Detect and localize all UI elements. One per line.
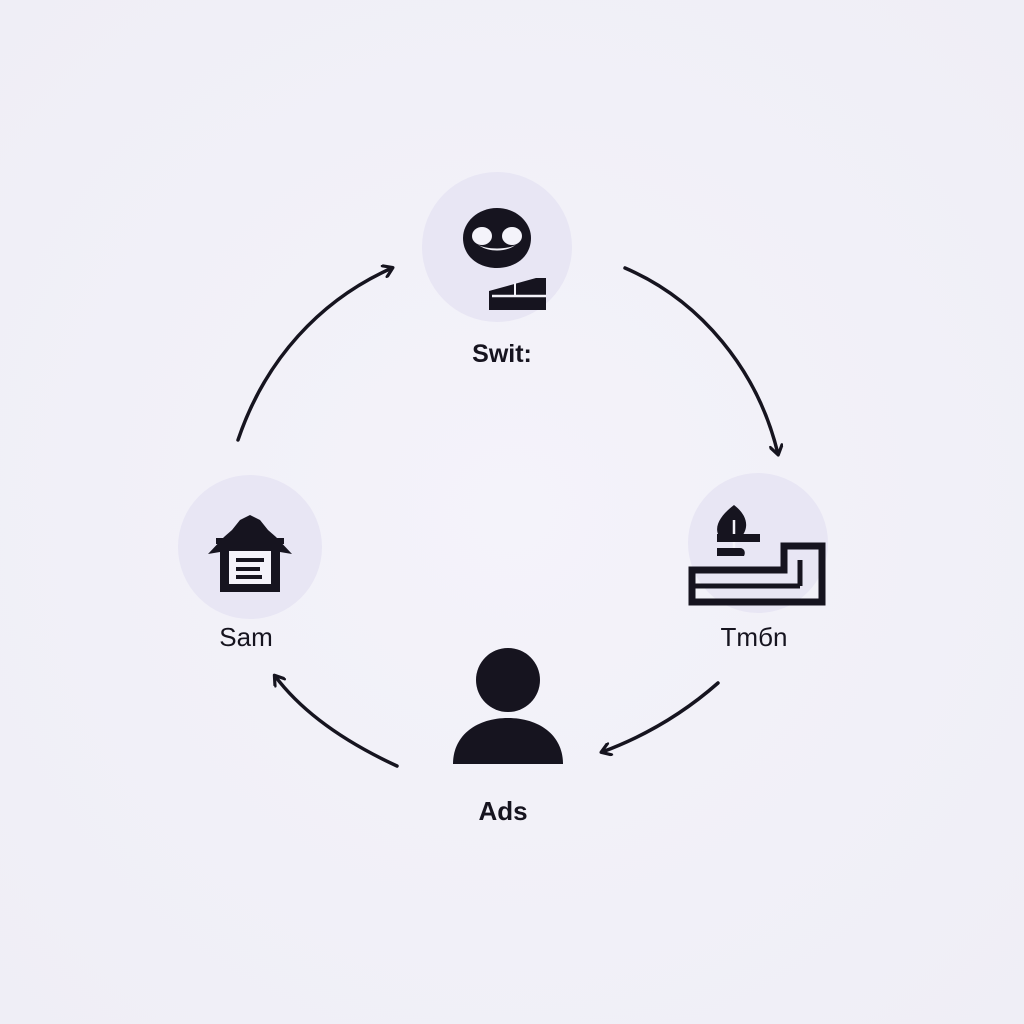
- node-circle-right: [688, 473, 828, 613]
- arrow-bottom-to-left: [275, 676, 399, 768]
- arrow-left-to-top: [236, 268, 392, 442]
- leaf-tray-icon: [688, 505, 826, 606]
- arrow-right-to-bottom: [602, 681, 720, 752]
- node-label-top: Swit:: [472, 340, 532, 368]
- node-label-bottom: Ads: [478, 796, 528, 826]
- node-label-right: Tmбn: [720, 622, 788, 652]
- node-label-left: Sam: [219, 622, 273, 652]
- house-icon: [208, 515, 292, 592]
- person-icon: [453, 648, 563, 764]
- arrow-top-to-right: [623, 266, 778, 454]
- masked-face-icon: [463, 208, 546, 310]
